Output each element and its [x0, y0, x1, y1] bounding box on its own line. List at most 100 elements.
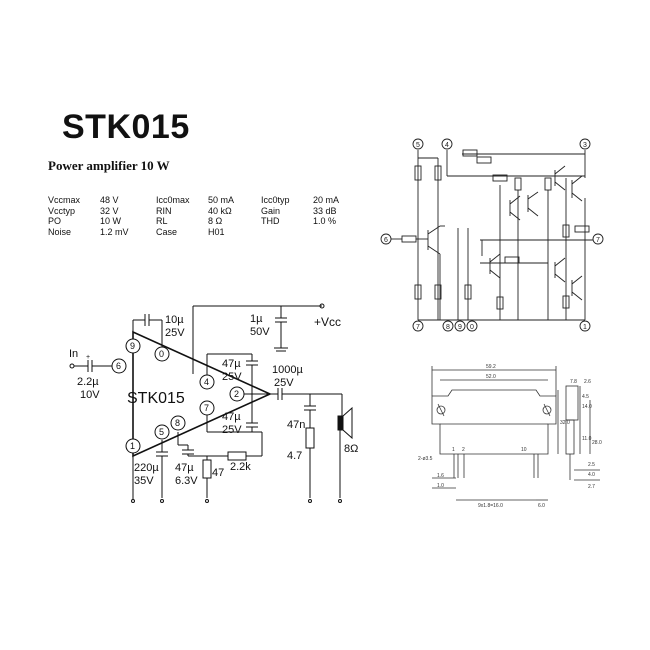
pin-1 [125, 438, 141, 454]
svg-text:4.0: 4.0 [588, 472, 595, 478]
svg-text:2.7: 2.7 [588, 484, 595, 490]
schematic-resistor [434, 284, 442, 300]
package-drawing: 59.2 52.0 32.0 1 2 10 2-ø3.5 1.6 1.0 9x1… [418, 364, 602, 509]
spec-name: Vccmax [48, 195, 81, 205]
svg-text:1: 1 [452, 447, 455, 453]
svg-text:8: 8 [175, 418, 180, 428]
speaker-impedance: 8Ω [344, 443, 358, 455]
mounting-hole [542, 405, 552, 415]
spec-name: Icc0max [156, 195, 190, 205]
output-cap-voltage: 25V [274, 377, 294, 389]
svg-text:3: 3 [583, 142, 587, 149]
comp-cap-value: 47µ [222, 411, 241, 423]
spec-name: Gain [261, 205, 281, 216]
bootstrap-cap-voltage: 25V [222, 371, 242, 383]
svg-text:0: 0 [470, 324, 474, 331]
schematic-pin-0 [466, 320, 478, 332]
schematic-pin-9 [454, 320, 466, 332]
schematic-resistor [574, 225, 590, 233]
output-cap-value: 1000µ [272, 364, 303, 376]
schematic-resistor [514, 177, 522, 191]
schematic-resistor [434, 165, 442, 181]
part-number-title: STK015 [62, 108, 190, 146]
svg-text:1.0: 1.0 [437, 483, 444, 489]
svg-text:6: 6 [116, 361, 121, 371]
svg-text:9: 9 [130, 341, 135, 351]
spec-name: Vcctyp [48, 205, 76, 216]
ground-terminals [131, 498, 342, 503]
spec-value: 50 mA [208, 195, 235, 205]
svg-text:8: 8 [446, 324, 450, 331]
schematic-pin-1 [579, 320, 591, 332]
fb-cap-voltage: 25V [165, 327, 185, 339]
svg-text:5: 5 [416, 142, 420, 149]
svg-text:4: 4 [445, 142, 449, 149]
pin-2 [229, 386, 245, 402]
input-terminal [69, 363, 75, 369]
input-label: In [69, 348, 78, 360]
spec-value: H01 [208, 226, 225, 237]
svg-text:28.0: 28.0 [592, 440, 602, 446]
svg-text:2: 2 [462, 447, 465, 453]
schematic-resistor [414, 284, 422, 300]
spec-name: Icc0typ [261, 195, 290, 205]
hole-spec: 2-ø3.5 [418, 456, 433, 462]
svg-text:2.5: 2.5 [588, 462, 595, 468]
supply-cap-voltage: 50V [250, 326, 270, 338]
supply-cap-value: 1µ [250, 313, 263, 325]
svg-text:11.0: 11.0 [582, 436, 592, 442]
package-side-view [565, 385, 579, 421]
svg-text:5: 5 [159, 427, 164, 437]
resistor-2k2: 2.2k [230, 461, 251, 473]
zobel-resistor-value: 4.7 [287, 450, 302, 462]
input-cap-value: 2.2µ [77, 376, 99, 388]
spec-value: 32 V [100, 205, 119, 216]
spec-value: 10 W [100, 216, 122, 227]
svg-text:14.0: 14.0 [582, 404, 592, 410]
svg-text:0: 0 [159, 349, 164, 359]
svg-text:4.5: 4.5 [582, 394, 589, 400]
spec-value: 33 dB [313, 205, 337, 216]
svg-text:7: 7 [416, 324, 420, 331]
pin-9 [125, 338, 141, 354]
mounting-hole [436, 405, 446, 415]
pin-4 [199, 374, 215, 390]
svg-text:7: 7 [596, 237, 600, 244]
application-circuit: STK015 In + 2.2µ 10V 10µ 25V +Vcc 1µ 50V [69, 303, 358, 503]
spec-name: THD [261, 216, 280, 227]
schematic-pin-3 [579, 138, 591, 150]
schematic-resistor [504, 256, 520, 264]
spec-value: 1.2 mV [100, 226, 129, 237]
pin-8 [170, 415, 186, 431]
svg-text:1: 1 [583, 324, 587, 331]
spec-value: 8 Ω [208, 216, 223, 227]
amplifier-triangle [132, 330, 272, 458]
pin-5 [154, 424, 170, 440]
internal-schematic: 5 4 3 6 7 7 8 9 0 1 [380, 138, 604, 332]
pin-0 [154, 346, 170, 362]
schematic-pin-7-bottom [412, 320, 424, 332]
pin-7 [199, 400, 215, 416]
spec-name: RIN [156, 205, 172, 216]
spec-value: 48 V [100, 195, 119, 205]
svg-text:+: + [86, 354, 90, 361]
schematic-resistor [462, 149, 478, 157]
svg-text:9x1.8=16.0: 9x1.8=16.0 [478, 503, 503, 509]
spec-value: 20 mA [313, 195, 340, 205]
zobel-cap-value: 47n [287, 419, 305, 431]
schematic-pin-7-right [592, 233, 604, 245]
pin-6 [111, 358, 127, 374]
resistor-47: 47 [212, 467, 224, 479]
svg-text:1.6: 1.6 [437, 473, 444, 479]
pin5-cap-voltage: 35V [134, 475, 154, 487]
schematic-pin-5 [412, 138, 424, 150]
comp-cap-voltage: 25V [222, 424, 242, 436]
svg-text:52.0: 52.0 [486, 374, 496, 380]
schematic-resistor [492, 174, 508, 182]
spec-value: 40 kΩ [208, 205, 232, 216]
svg-text:59.2: 59.2 [486, 364, 496, 370]
svg-text:32.0: 32.0 [560, 420, 570, 426]
svg-text:2.6: 2.6 [584, 379, 591, 385]
chip-label: STK015 [127, 390, 185, 407]
pin8-cap-voltage: 6.3V [175, 475, 198, 487]
